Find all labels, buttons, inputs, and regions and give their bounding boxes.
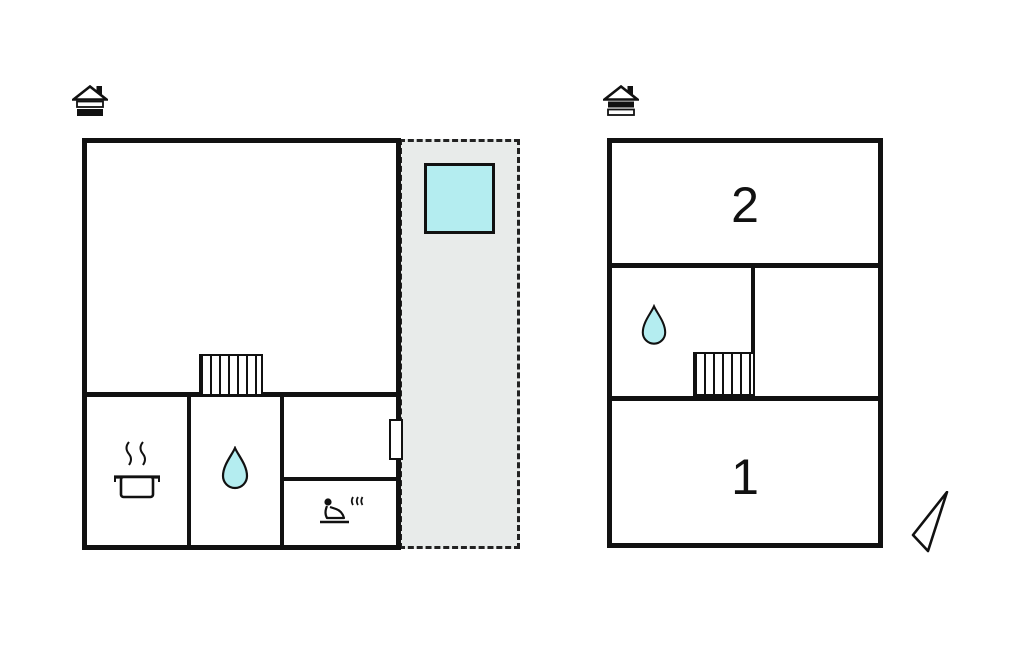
north-arrow-icon [911, 491, 949, 553]
house-upper-floor-icon [603, 85, 639, 116]
door [389, 419, 403, 460]
interior-wall-sauna-room [284, 477, 396, 481]
hot-tub [424, 163, 495, 234]
interior-wall-bath-sauna [280, 395, 284, 545]
room-label-1: 1 [731, 449, 759, 505]
interior-wall-horizontal-top [612, 263, 878, 268]
stairs [199, 354, 263, 396]
cooking-pot-icon [108, 440, 166, 504]
stairs [693, 352, 755, 396]
interior-wall-vertical [751, 266, 755, 354]
interior-wall-horizontal-bottom [612, 396, 878, 401]
room-label-2: 2 [731, 177, 759, 233]
water-drop-icon [640, 304, 668, 346]
water-drop-icon [220, 446, 250, 490]
sauna-person-icon [315, 494, 365, 532]
interior-wall-kitchen-bath [187, 395, 191, 545]
house-ground-floor-icon [72, 85, 108, 116]
